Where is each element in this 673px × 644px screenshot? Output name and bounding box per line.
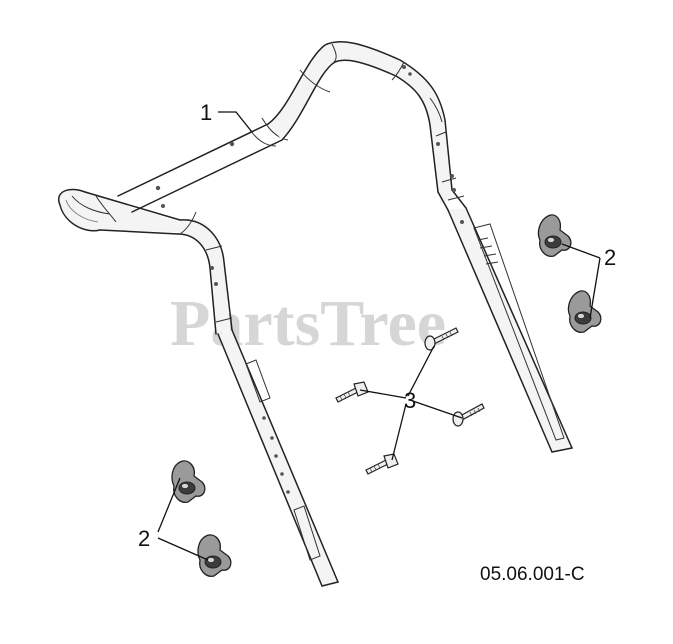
knob-right-lower[interactable]: [567, 290, 602, 333]
bolt-right[interactable]: [452, 403, 485, 427]
callout-1: 1: [200, 100, 212, 125]
callout-3: 3: [404, 388, 416, 413]
lower-left-tube: [217, 329, 339, 587]
knob-left-lower[interactable]: [197, 534, 232, 577]
bolt-top[interactable]: [424, 327, 459, 351]
bolt-left[interactable]: [335, 381, 369, 403]
leader-lines: [157, 111, 601, 561]
knob-left-upper[interactable]: [171, 460, 206, 503]
callout-2-right: 2: [604, 245, 616, 270]
upper-handle[interactable]: [57, 41, 467, 335]
figure-code: 05.06.001-C: [480, 564, 585, 585]
knob-right-upper[interactable]: [537, 214, 572, 257]
lower-right-tube: [447, 207, 573, 453]
callout-2-left: 2: [138, 526, 150, 551]
watermark: PartsTree: [170, 287, 446, 360]
bolt-bottom[interactable]: [365, 453, 399, 475]
